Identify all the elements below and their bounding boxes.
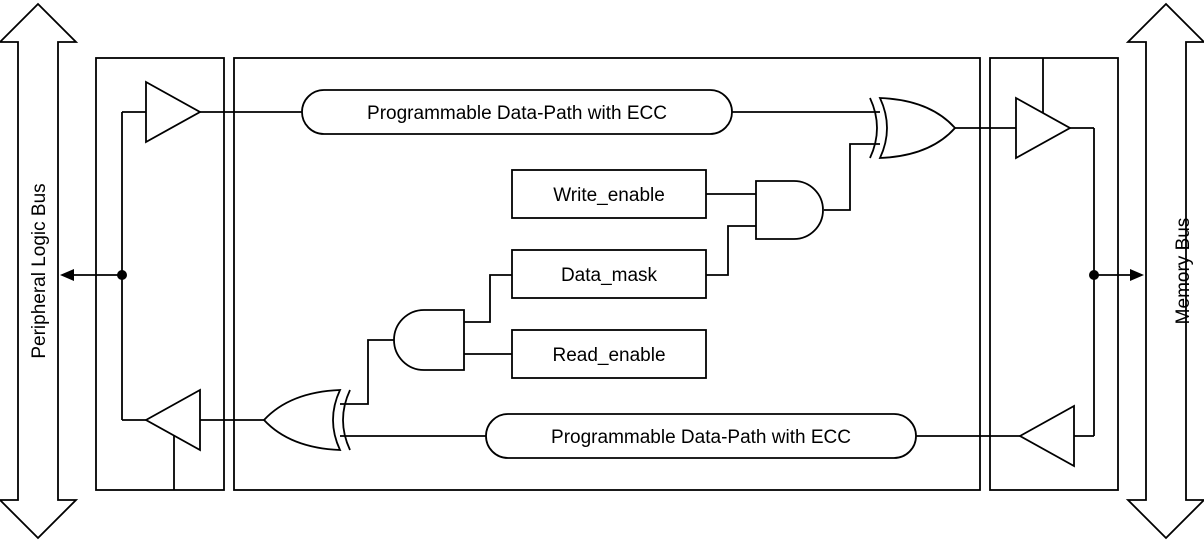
write-enable-block [511,169,707,219]
bottom-xor-gate [262,389,342,451]
right-junction-dot [1089,270,1099,280]
top-xor-gate [878,97,957,159]
left-top-buffer [145,80,202,144]
read-enable-label: Read_enable [552,345,665,366]
top-xor-extra-arc [869,97,878,159]
data-mask-label: Data_mask [561,265,658,286]
memory-bus-arrow [1125,2,1204,540]
read-and-to-xor-wire [340,339,394,405]
data-mask-block [511,249,707,299]
data-mask-to-write-and-wire [706,225,756,276]
and-to-xor-wire [824,143,880,211]
bottom-datapath-label: Programmable Data-Path with ECC [551,427,851,448]
bottom-xor-extra-arc [342,389,351,451]
left-tap-arrowhead [60,269,74,281]
right-tap-arrowhead [1130,269,1144,281]
write-enable-label: Write_enable [553,185,665,206]
read-and-gate [393,309,465,371]
peripheral-bus-arrow [0,2,79,540]
left-junction-dot [117,270,127,280]
write-and-gate [755,180,824,240]
data-mask-to-read-and-wire [464,274,512,323]
top-datapath-label: Programmable Data-Path with ECC [367,103,667,124]
peripheral-bus-label: Peripheral Logic Bus [29,183,50,358]
memory-bus-label: Memory Bus [1173,218,1194,325]
